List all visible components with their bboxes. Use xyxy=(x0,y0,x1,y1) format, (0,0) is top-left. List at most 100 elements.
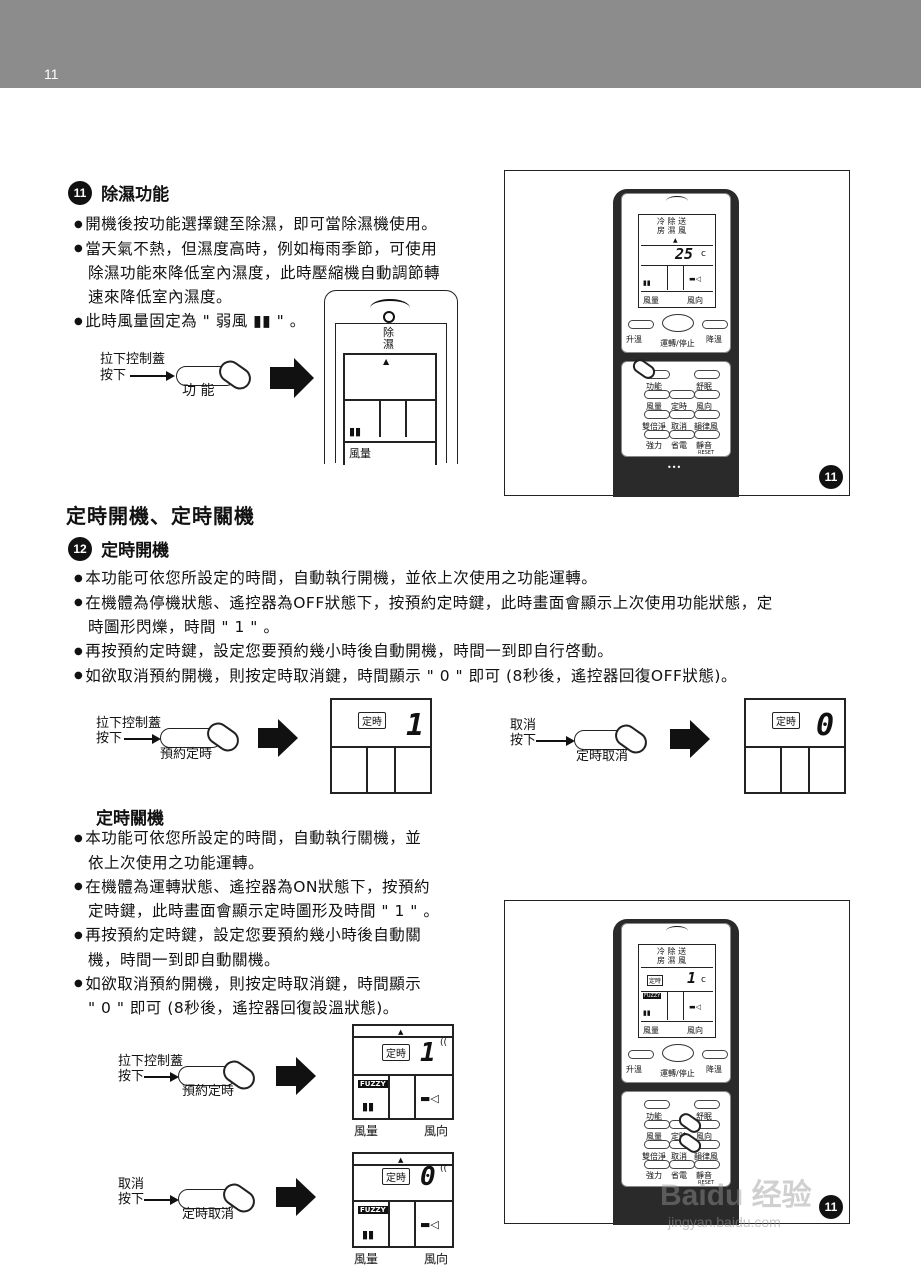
quiet-key[interactable] xyxy=(694,430,720,439)
eco-key[interactable] xyxy=(669,430,695,439)
pointer-arrow-line xyxy=(536,740,568,742)
sleep-key[interactable] xyxy=(694,370,720,379)
lcd-divider-v xyxy=(379,401,381,437)
cancel-key[interactable] xyxy=(669,410,695,419)
lcd-divider xyxy=(641,967,713,968)
timer-off-title: 定時關機 xyxy=(96,809,164,829)
remote-body: 冷 除 送 房 濕 風 ▲ 25 c ▮▮ ▬◁ 風量 風向 升溫 運轉/停止 … xyxy=(613,189,739,497)
cancel-key-label: 取消 xyxy=(671,422,687,431)
celsius-unit: c xyxy=(701,249,706,259)
lcd-screen: ▲ ▮▮ 風量 xyxy=(343,353,437,465)
rhythm-wind-label: 韻律風 xyxy=(694,422,718,431)
temp-up-label: 升溫 xyxy=(626,1065,642,1074)
bullet-item: ●在機體為運轉狀態、遙控器為ON狀態下，按預約定時鍵，此時畫面會顯示定時圖形及時… xyxy=(74,877,440,921)
timer-key[interactable] xyxy=(669,390,695,399)
remote-figure-11: 冷 除 送 房 濕 風 ▲ 25 c ▮▮ ▬◁ 風量 風向 升溫 運轉/停止 … xyxy=(504,170,850,497)
temperature-readout: 25 xyxy=(675,245,694,263)
pointer-arrow-line xyxy=(144,1076,172,1078)
lcd-divider-v xyxy=(414,1076,416,1118)
big-arrow-icon xyxy=(296,1057,316,1095)
swing-key[interactable] xyxy=(694,390,720,399)
lcd-divider-v xyxy=(808,748,810,792)
remote-lower-panel: 功能 舒眠 風量 定時 風向 雙倍淨 取消 韻律風 強力 省電 靜音 RESET xyxy=(621,1091,731,1187)
section-number-badge: 12 xyxy=(68,536,92,561)
timer-digit: 1 xyxy=(406,708,425,743)
timer-digit: 0 xyxy=(420,1162,436,1192)
powerful-key[interactable] xyxy=(644,1160,670,1169)
watermark-url: jingyan.baidu.com xyxy=(668,1214,781,1230)
big-arrow-body xyxy=(670,729,692,749)
lcd-timer-off-0: ▲ 定時 0 (( FUZZY ▮▮ ▬◁ 風量 風向 xyxy=(352,1152,454,1270)
timer-tag: 定時 xyxy=(382,1044,410,1061)
pointer-arrow-head xyxy=(566,736,575,746)
lcd-divider xyxy=(345,399,435,401)
timer-tag: 定時 xyxy=(382,1168,410,1185)
powerful-key[interactable] xyxy=(644,430,670,439)
quiet-key-label: 靜音 xyxy=(696,441,712,450)
lcd-divider xyxy=(354,1074,452,1076)
double-clean-key[interactable] xyxy=(644,410,670,419)
timer-digit: 0 xyxy=(816,708,835,743)
remote-upper-panel: 冷 除 送 房 濕 風 ▲ 25 c ▮▮ ▬◁ 風量 風向 升溫 運轉/停止 … xyxy=(621,193,731,353)
temp-down-button[interactable] xyxy=(702,1050,728,1059)
bullet-item: ●再按預約定時鍵，設定您要預約幾小時後自動關機，時間一到即自動關機。 xyxy=(74,926,422,969)
big-arrow-icon xyxy=(278,719,298,757)
bullet-item: ●再按預約定時鍵，設定您要預約幾小時後自動開機，時間一到即自行啓動。 xyxy=(74,642,614,660)
bullet-item: ●如欲取消預約開機，則按定時取消鍵，時間顯示" 0 " 即可 (8秒後，遙控器回… xyxy=(74,974,422,1018)
pointer-arrow-head xyxy=(170,1072,179,1082)
signal-icon: (( xyxy=(440,1164,448,1174)
main-title: 定時開機、定時關機 xyxy=(66,504,255,528)
big-arrow-body xyxy=(258,728,280,748)
double-clean-key[interactable] xyxy=(644,1140,670,1149)
eco-key[interactable] xyxy=(669,1160,695,1169)
remote-upper-panel: 冷 除 送 房 濕 風 定時 1 c FUZZY ▮▮ ▬◁ 風量 風向 升溫 … xyxy=(621,923,731,1083)
rhythm-wind-key[interactable] xyxy=(694,410,720,419)
arrow-up-icon: ▲ xyxy=(398,1028,404,1036)
timer-button-label: 預約定時 xyxy=(160,747,213,762)
signal-icon xyxy=(370,299,410,317)
big-arrow-body xyxy=(270,367,296,389)
temp-up-button[interactable] xyxy=(628,320,654,329)
display-frame xyxy=(335,323,447,463)
fan-label: 風量 xyxy=(643,1026,659,1035)
timer-digit: 1 xyxy=(420,1038,436,1068)
signal-icon xyxy=(666,196,688,206)
press-label: 按下 xyxy=(96,731,123,746)
lcd-divider-v xyxy=(667,266,668,290)
pointer-arrow-head xyxy=(166,371,175,381)
big-arrow-icon xyxy=(296,1178,316,1216)
page-header-bar xyxy=(0,0,921,88)
section-11-heading: 11 除濕功能 xyxy=(68,180,169,205)
power-button[interactable] xyxy=(662,1044,694,1062)
lcd-divider xyxy=(332,746,430,748)
temp-up-button[interactable] xyxy=(628,1050,654,1059)
transmitter-icon xyxy=(383,311,395,323)
lcd-divider-v xyxy=(394,748,396,792)
quiet-key[interactable] xyxy=(694,1160,720,1169)
temp-down-button[interactable] xyxy=(702,320,728,329)
lcd-frame: ▲ 定時 1 (( FUZZY ▮▮ ▬◁ xyxy=(352,1024,454,1120)
press-label: 按下 xyxy=(100,368,127,383)
eco-key-label: 省電 xyxy=(671,1171,687,1180)
lcd-divider-v xyxy=(405,401,407,437)
bullet-item: ●當天氣不熱，但濕度高時，例如梅雨季節，可使用除濕功能來降低室內濕度，此時壓縮機… xyxy=(74,239,441,307)
timer-button-label: 預約定時 xyxy=(182,1084,235,1099)
lcd-divider-v xyxy=(366,748,368,792)
big-arrow-body xyxy=(276,1066,298,1086)
press-label: 按下 xyxy=(118,1192,145,1207)
fan-key[interactable] xyxy=(644,390,670,399)
bullet-item: ●本功能可依您所設定的時間，自動執行開機，並依上次使用之功能運轉。 xyxy=(74,569,598,587)
section-12-bullets: ●本功能可依您所設定的時間，自動執行開機，並依上次使用之功能運轉。 ●在機體為停… xyxy=(74,566,874,688)
press-label: 按下 xyxy=(118,1069,145,1084)
cancel-label: 取消 xyxy=(510,718,537,733)
lcd-divider xyxy=(641,265,713,266)
fan-key-label: 風量 xyxy=(646,1132,662,1141)
remote-lcd: 冷 除 送 房 濕 風 ▲ 25 c ▮▮ ▬◁ 風量 風向 xyxy=(638,214,716,308)
sleep-key[interactable] xyxy=(694,1100,720,1109)
sleep-key-label: 舒眠 xyxy=(696,382,712,391)
fan-key[interactable] xyxy=(644,1120,670,1129)
power-button[interactable] xyxy=(662,314,694,332)
function-key[interactable] xyxy=(644,1100,670,1109)
function-key-label: 功能 xyxy=(646,382,662,391)
quiet-key-label: 靜音 xyxy=(696,1171,712,1180)
